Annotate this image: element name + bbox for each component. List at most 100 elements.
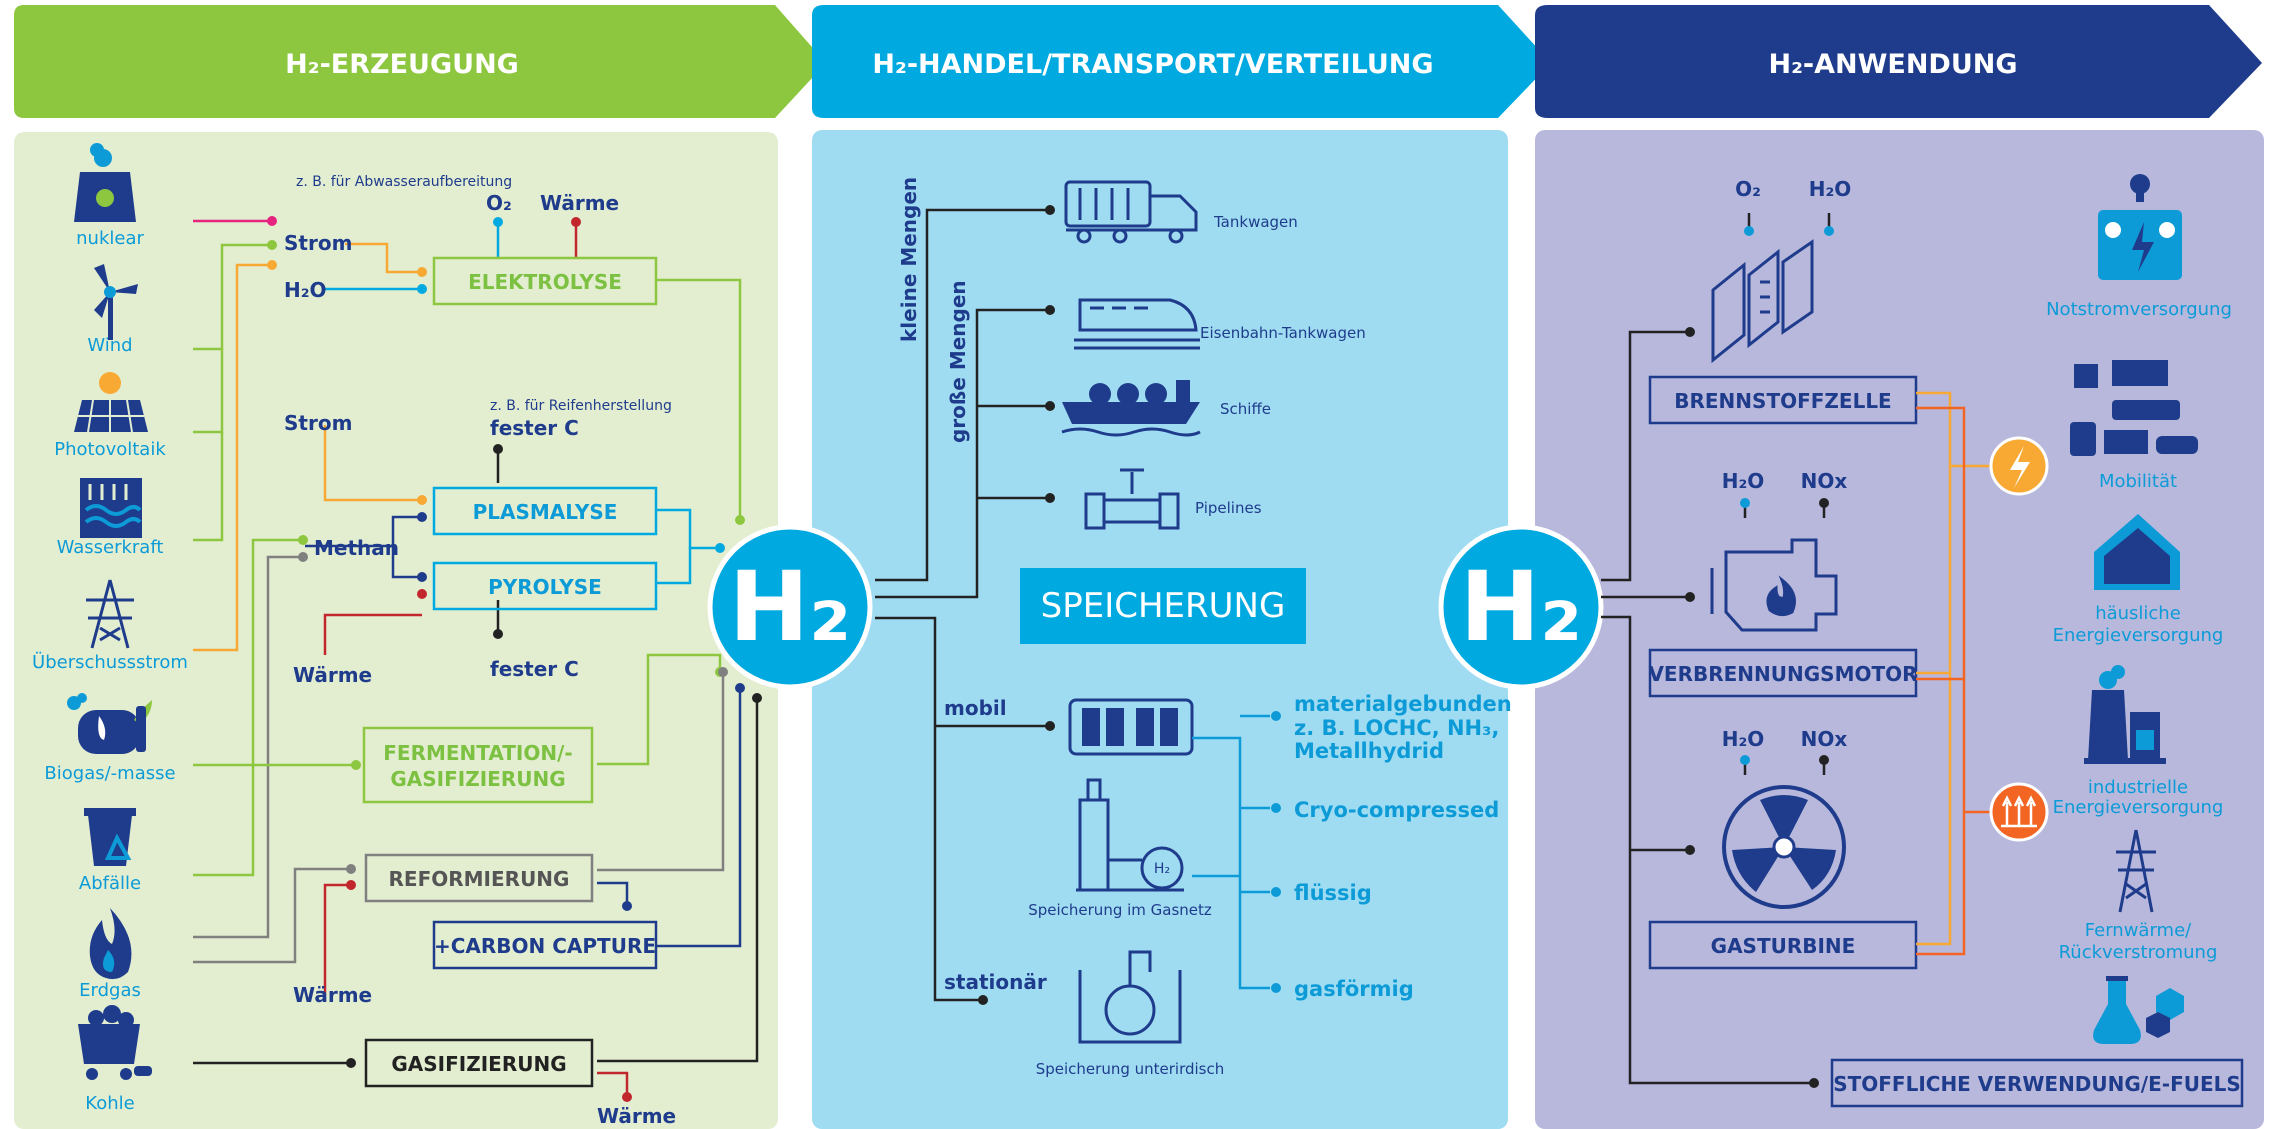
elektrolyse-label: ELEKTROLYSE (468, 270, 622, 294)
header-handel-arrow (812, 5, 1551, 118)
industrielle-label-1: industrielle (2088, 777, 2188, 798)
battery-storage-icon (1068, 698, 1194, 756)
header-bar: H₂-ERZEUGUNG H₂-HANDEL/TRANSPORT/VERTEIL… (14, 5, 2262, 118)
nox-out-label-2: NOx (1801, 727, 1848, 751)
tankwagen-icon (1064, 180, 1198, 244)
source-label: Erdgas (79, 980, 141, 1001)
anwendung-connectors (1601, 213, 1831, 1085)
pyrolyse-label: PYROLYSE (488, 575, 602, 599)
storage-type: Cryo-compressed (1294, 798, 1499, 822)
power-badge (1989, 436, 2049, 496)
speicherung-label: SPEICHERUNG (1041, 586, 1286, 626)
methan-label: Methan (314, 536, 399, 560)
storage-type: flüssig (1294, 881, 1372, 905)
stationaer-label: stationär (944, 970, 1047, 994)
notstrom-icon (2098, 174, 2182, 280)
transport-connectors (875, 208, 1050, 1002)
source-label: nuklear (76, 228, 144, 249)
o2-out-label: O₂ (1735, 177, 1761, 201)
carbon-capture-box (432, 920, 658, 970)
storage-types: materialgebunden z. B. LOCHC, NH₃, Metal… (1294, 692, 1512, 1001)
source-label: Überschussstrom (32, 651, 188, 673)
eisenbahn-icon (1074, 298, 1200, 350)
plasmalyse-label: PLASMALYSE (473, 500, 618, 524)
h2o-label: H₂O (284, 278, 327, 302)
transport-dots (978, 205, 1055, 1005)
anwendung-dots (1685, 226, 1834, 1088)
ueberschussstrom-icon (86, 579, 134, 649)
storage-type-dots (1271, 711, 1281, 993)
photovoltaik-icon (74, 372, 148, 433)
schiffe-label: Schiffe (1220, 400, 1271, 418)
eisenbahn-label: Eisenbahn-Tankwagen (1200, 324, 1366, 342)
tankwagen-label: Tankwagen (1213, 213, 1298, 231)
note-reifen: z. B. für Reifenherstellung (490, 398, 672, 414)
abfaelle-icon (84, 808, 136, 866)
application-labels: Notstromversorgung Mobilität häusliche E… (2046, 299, 2232, 963)
o2-label: O₂ (486, 191, 512, 215)
haeusliche-label-1: häusliche (2095, 603, 2181, 624)
strom-label-1: Strom (284, 231, 352, 255)
h2-label-right: H₂ (1460, 551, 1582, 663)
haeusliche-label-2: Energieversorgung (2053, 625, 2224, 646)
h2o-out-label-2: H₂O (1722, 469, 1765, 493)
fester-c-bottom: fester C (490, 657, 579, 681)
storage-type: materialgebunden (1294, 692, 1512, 716)
strom-label-2: Strom (284, 411, 352, 435)
turbine-icon (1722, 785, 1846, 909)
plasmalyse-box (432, 486, 658, 536)
nuclear-icon (74, 143, 136, 222)
h2-tank-mark: H₂ (1154, 861, 1170, 877)
waerme-label-1: Wärme (293, 663, 372, 687)
fermentation-box (362, 726, 594, 804)
nox-out-label-1: NOx (1801, 469, 1848, 493)
erzeugung-dots (267, 216, 762, 1102)
wasserkraft-icon (80, 478, 142, 538)
notstrom-label: Notstromversorgung (2046, 299, 2232, 320)
chemistry-icon (2093, 976, 2184, 1044)
waerme-label-2: Wärme (293, 983, 372, 1007)
header-anwendung-arrow (1535, 5, 2262, 118)
biogas-icon (67, 693, 152, 754)
transport-labels: Tankwagen Eisenbahn-Tankwagen Schiffe Pi… (1195, 213, 1366, 517)
pipelines-label: Pipelines (1195, 499, 1262, 517)
verbrennungsmotor-label: VERBRENNUNGSMOTOR (1648, 662, 1917, 686)
waerme-top-label: Wärme (540, 191, 619, 215)
factory-icon (2084, 665, 2166, 764)
source-icons (67, 143, 152, 1080)
source-label: Wind (87, 335, 132, 356)
reformierung-label: REFORMIERUNG (389, 867, 570, 891)
header-erzeugung-arrow (14, 5, 826, 118)
storage-type: z. B. LOCHC, NH₃, (1294, 716, 1499, 740)
h2-hub-left: H₂ (707, 524, 873, 690)
mobil-label: mobil (944, 696, 1007, 720)
brennstoffzelle-label: BRENNSTOFFZELLE (1674, 389, 1891, 413)
speicherung-gasnetz-label: Speicherung im Gasnetz (1028, 901, 1212, 919)
panel-erzeugung (14, 132, 778, 1129)
header-handel-title: H₂-HANDEL/TRANSPORT/VERTEILUNG (872, 49, 1433, 80)
carbon-capture-label: +CARBON CAPTURE (434, 934, 656, 958)
kleine-mengen-label: kleine Mengen (897, 177, 921, 342)
note-abwasser: z. B. für Abwasseraufbereitung (296, 174, 512, 190)
fermentation-label-1: FERMENTATION/- (383, 741, 572, 765)
h2-label-left: H₂ (729, 551, 851, 663)
wind-icon (94, 264, 138, 340)
industrielle-label-2: Energieversorgung (2053, 797, 2224, 818)
speicherung-unterirdisch-label: Speicherung unterirdisch (1036, 1060, 1225, 1078)
fester-c-top: fester C (490, 416, 579, 440)
gasnetz-storage-icon (1076, 778, 1184, 892)
source-label: Abfälle (79, 873, 141, 894)
storage-type-connectors (1192, 714, 1270, 990)
gasifizierung-box (364, 1038, 594, 1088)
source-label: Biogas/-masse (44, 763, 175, 784)
anwendung-small-labels: O₂ H₂O H₂O NOx H₂O NOx (1722, 177, 1852, 751)
heat-badge (1989, 782, 2049, 842)
header-anwendung-title: H₂-ANWENDUNG (1768, 49, 2017, 80)
process-boxes: ELEKTROLYSE PLASMALYSE PYROLYSE FERMENTA… (362, 256, 658, 1088)
storage-type: Metallhydrid (1294, 739, 1444, 763)
underground-storage-icon (1078, 950, 1182, 1044)
fernwaerme-label-2: Rückverstromung (2059, 942, 2218, 963)
source-label: Photovoltaik (54, 439, 166, 460)
